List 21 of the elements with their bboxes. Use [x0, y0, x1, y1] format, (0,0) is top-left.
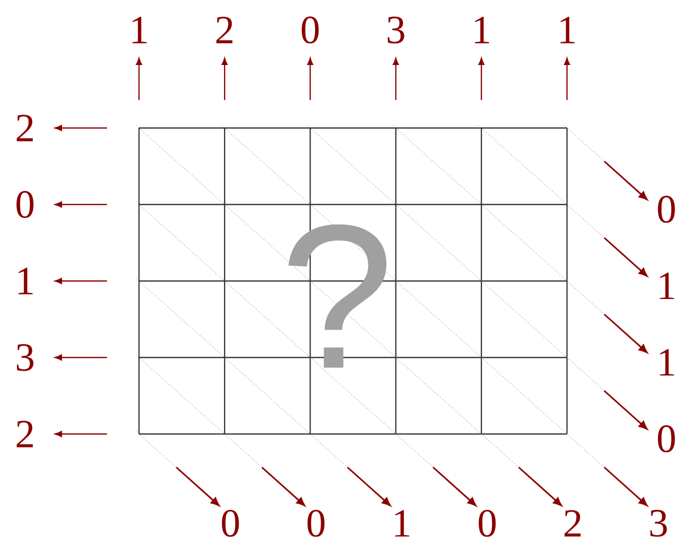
projection-number: 2: [16, 114, 33, 142]
projection-number: 2: [16, 420, 33, 448]
projection-number: 0: [302, 16, 319, 44]
projection-number: 3: [16, 344, 34, 371]
projection-number: 1: [560, 16, 575, 44]
projection-number: 0: [222, 510, 239, 537]
projection-number: 1: [660, 272, 674, 299]
projection-number: 0: [658, 196, 675, 223]
projection-number: 1: [660, 349, 674, 376]
projection-number: 2: [216, 16, 232, 44]
projection-number: 0: [308, 510, 324, 537]
projection-number: 1: [132, 16, 147, 44]
projection-number: 1: [18, 268, 33, 294]
projection-number: 1: [474, 16, 489, 44]
projection-number: 0: [658, 425, 675, 452]
projection-number: 0: [478, 510, 496, 537]
projection-number: 3: [388, 16, 404, 44]
projection-number: 0: [16, 191, 34, 218]
projection-number: 1: [395, 510, 410, 536]
projection-number: 3: [650, 510, 667, 537]
projection-number: 2: [564, 510, 581, 537]
